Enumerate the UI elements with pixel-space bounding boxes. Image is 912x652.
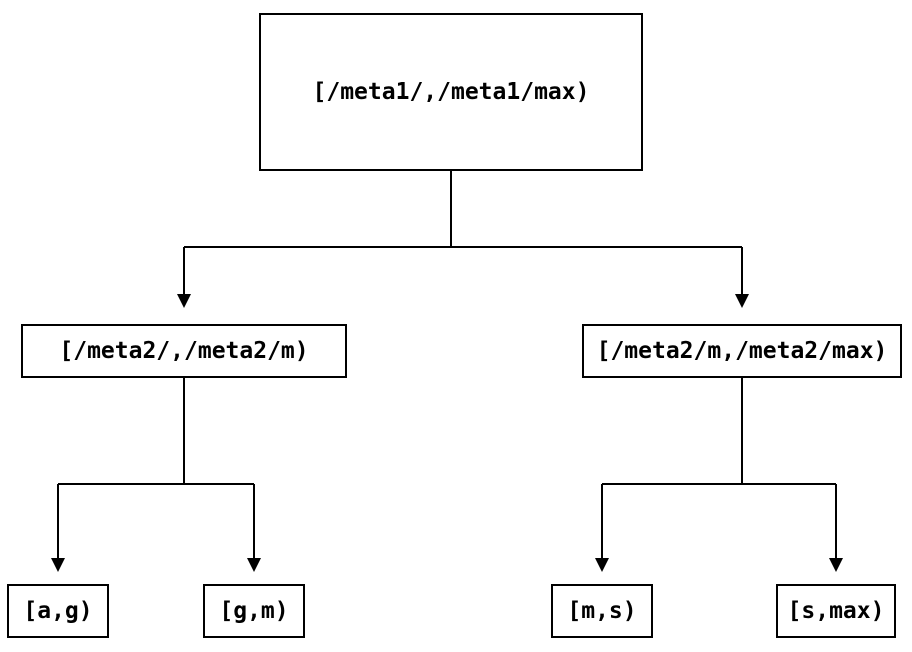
node-root: [/meta1/,/meta1/max) <box>259 13 643 171</box>
node-leaf-gm: [g,m) <box>203 584 305 638</box>
node-left-child-box <box>21 324 347 378</box>
arrowhead-down-icon <box>735 294 749 308</box>
node-left-child: [/meta2/,/meta2/m) <box>21 324 347 378</box>
edge-right-child-to-leaves <box>595 377 843 572</box>
node-root-label: [/meta1/,/meta1/max) <box>313 79 590 105</box>
node-leaf-smax: [s,max) <box>776 584 896 638</box>
node-leaf-ag: [a,g) <box>7 584 109 638</box>
node-leaf-ag-label: [a,g) <box>23 598 92 624</box>
node-leaf-ms-box <box>551 584 653 638</box>
node-leaf-smax-label: [s,max) <box>788 598 885 624</box>
node-leaf-smax-box <box>776 584 896 638</box>
node-leaf-ms: [m,s) <box>551 584 653 638</box>
edge-right-connector-line <box>601 377 837 558</box>
node-leaf-gm-label: [g,m) <box>219 598 288 624</box>
node-left-child-label: [/meta2/,/meta2/m) <box>59 338 308 364</box>
arrowhead-down-icon <box>829 558 843 572</box>
edge-root-connector-line <box>183 170 743 294</box>
node-right-child-label: [/meta2/m,/meta2/max) <box>597 338 888 364</box>
node-root-box <box>259 13 643 171</box>
arrowhead-down-icon <box>177 294 191 308</box>
node-leaf-ms-label: [m,s) <box>567 598 636 624</box>
node-right-child-box <box>582 324 902 378</box>
node-leaf-gm-box <box>203 584 305 638</box>
arrowhead-down-icon <box>247 558 261 572</box>
node-right-child: [/meta2/m,/meta2/max) <box>582 324 902 378</box>
edge-left-child-to-leaves <box>51 377 261 572</box>
edge-root-to-children <box>177 170 749 308</box>
edge-left-connector-line <box>57 377 255 558</box>
node-leaf-ag-box <box>7 584 109 638</box>
arrowhead-down-icon <box>595 558 609 572</box>
arrowhead-down-icon <box>51 558 65 572</box>
